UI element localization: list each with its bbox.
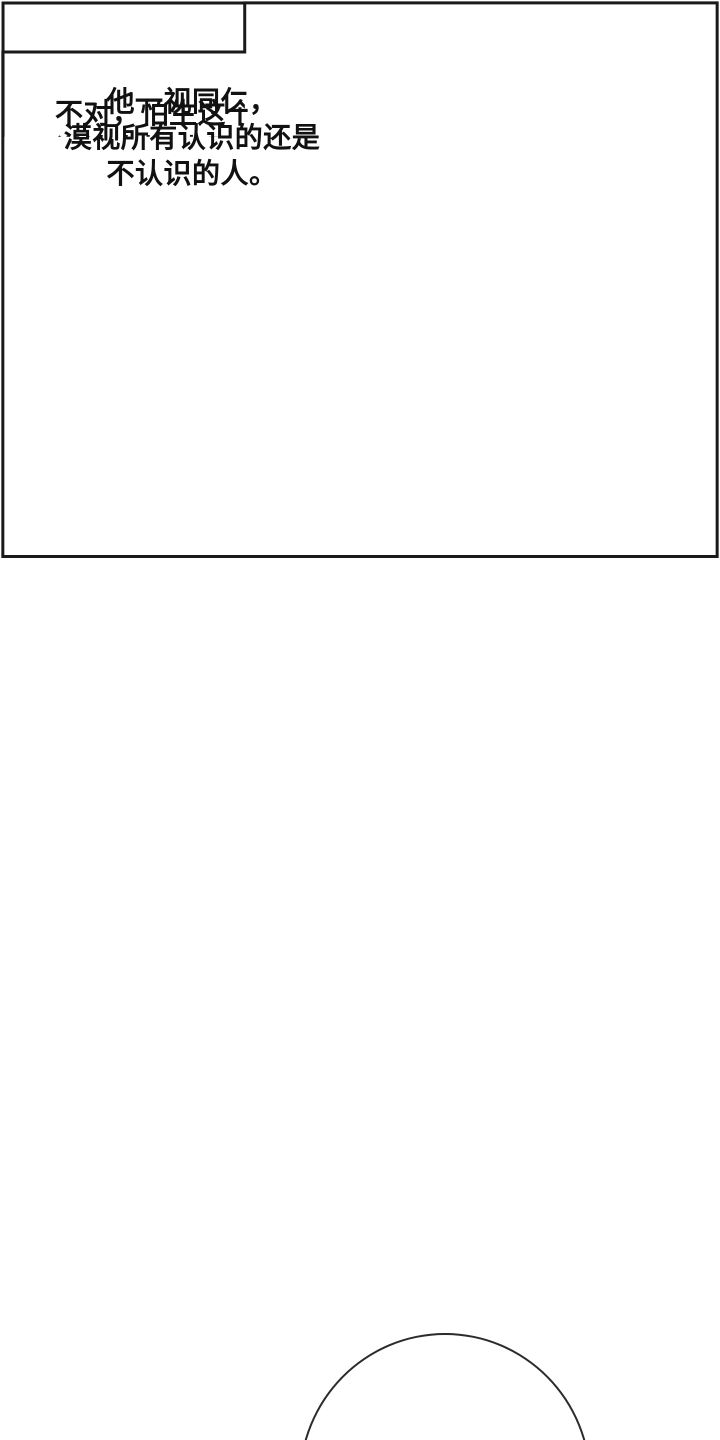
speech-box-outline-icon bbox=[0, 0, 720, 559]
speech-box-text: 他一视同仁， 漠视所有认识的还是 不认识的人。 bbox=[63, 85, 321, 190]
